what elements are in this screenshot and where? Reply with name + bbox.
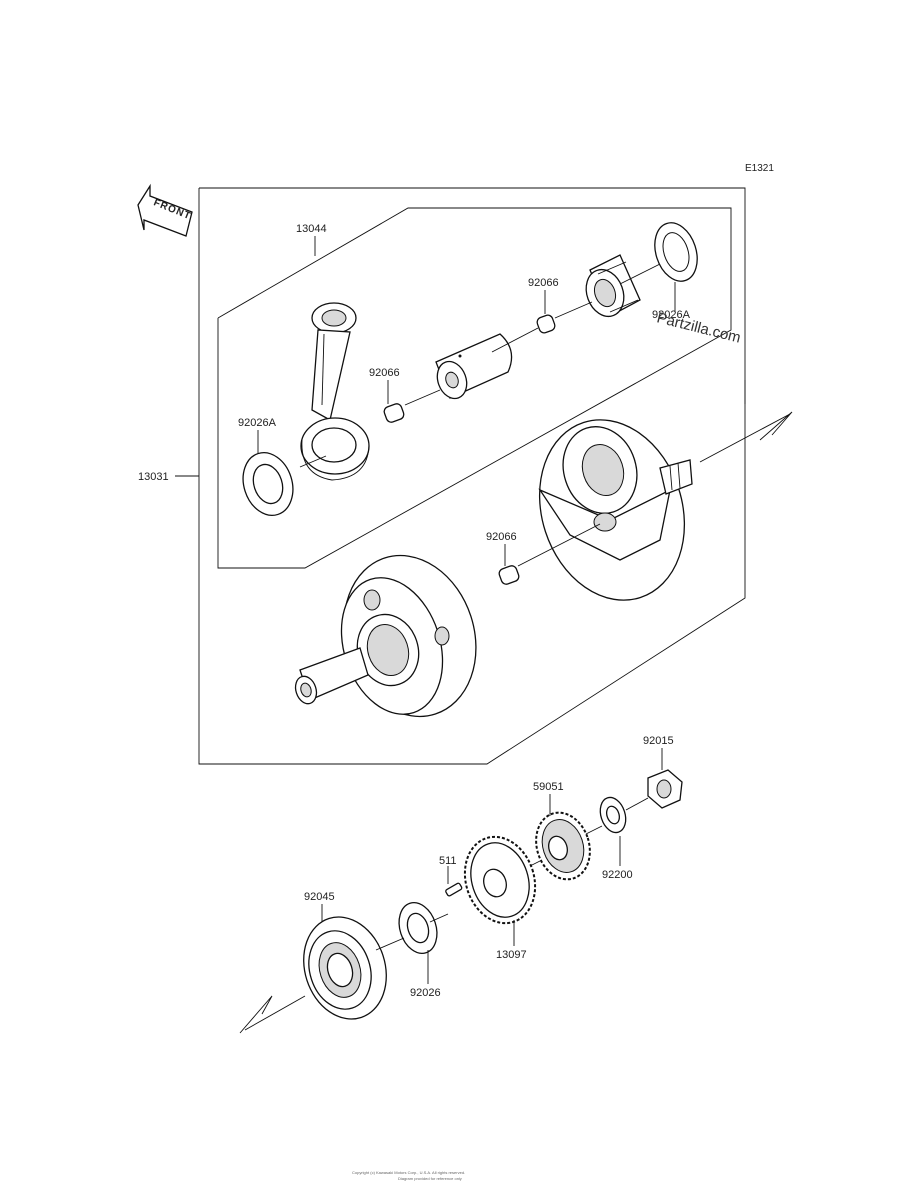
- flywheel-left: [294, 554, 477, 718]
- label-92066-low: 92066: [486, 531, 517, 543]
- gear-59051: [535, 811, 591, 881]
- connecting-rod: [300, 302, 370, 481]
- watermark: Partzilla.com: [655, 309, 742, 346]
- label-92045: 92045: [304, 891, 335, 903]
- label-13044: 13044: [296, 223, 327, 235]
- label-92200: 92200: [602, 869, 633, 881]
- label-92026: 92026: [410, 987, 441, 999]
- label-59051: 59051: [533, 781, 564, 793]
- label-92015: 92015: [643, 735, 674, 747]
- shaft-axis-top-right: [699, 411, 793, 463]
- label-92066-mid: 92066: [369, 367, 400, 379]
- key-511: [445, 882, 463, 897]
- label-511: 511: [439, 855, 457, 867]
- needle-bearing: [585, 254, 641, 318]
- front-arrow-icon: FRONT: [137, 183, 193, 237]
- bushing-92066-low: [498, 565, 520, 585]
- crank-pin: [435, 333, 513, 400]
- leader-lines: [175, 236, 676, 984]
- label-13031: 13031: [138, 471, 169, 483]
- footer-line-2: Diagram provided for reference only: [398, 1176, 462, 1181]
- bushing-92066-mid: [383, 403, 405, 423]
- thrust-washer-92026A-top: [654, 222, 698, 282]
- bushing-92066-top: [536, 314, 556, 334]
- label-92026A-top: 92026A: [652, 309, 691, 321]
- assembly-box-13044: [217, 207, 732, 569]
- diagram-code: E1321: [745, 163, 774, 174]
- label-92066-top: 92066: [528, 277, 559, 289]
- flywheel-right: [538, 419, 693, 601]
- washer-92200: [599, 796, 627, 834]
- footer-line-1: Copyright (c) Kawasaki Motors Corp., U.S…: [352, 1170, 465, 1175]
- shaft-axis-bottom-left: [239, 995, 306, 1034]
- ball-bearing-92045: [303, 916, 387, 1020]
- thrust-washer-92026A-left: [242, 452, 294, 516]
- washer-92026: [398, 902, 438, 954]
- assembly-box-13031: [198, 187, 746, 765]
- label-92026A-left: 92026A: [238, 417, 277, 429]
- label-13097: 13097: [496, 949, 527, 961]
- gear-13097: [463, 835, 537, 925]
- nut-92015: [647, 769, 683, 809]
